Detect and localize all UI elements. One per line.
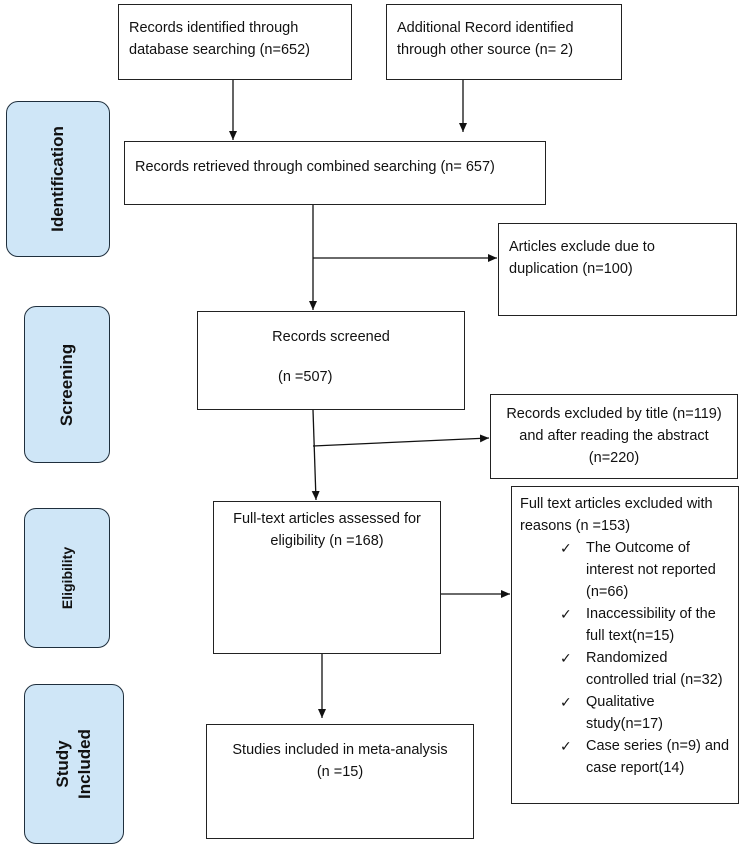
box-fulltext-assessed: Full-text articles assessed for eligibil… xyxy=(213,501,441,654)
box-records-excluded: Records excluded by title (n=119) and af… xyxy=(490,394,738,479)
box-duplication-excluded-text: Articles exclude due to duplication (n=1… xyxy=(509,239,655,277)
stage-identification: Identification xyxy=(6,101,110,257)
arrow-screened-to-fulltext xyxy=(311,409,320,501)
exclusion-reason-item: Randomized controlled trial (n=32) xyxy=(546,647,730,691)
stage-screening: Screening xyxy=(24,306,110,463)
exclusion-reason-list: The Outcome of interest not reported (n=… xyxy=(520,537,730,779)
box-studies-included-count: (n =15) xyxy=(316,764,364,780)
box-records-screened-count: (n =507) xyxy=(278,369,333,385)
box-database-search-text: Records identified through database sear… xyxy=(129,20,310,58)
box-fulltext-excluded-header: Full text articles excluded with reasons… xyxy=(520,496,713,534)
box-records-screened: Records screened (n =507) xyxy=(197,311,465,410)
stage-study-included: Study Included xyxy=(24,684,124,844)
box-records-screened-title: Records screened xyxy=(272,329,390,345)
box-other-source-text: Additional Record identified through oth… xyxy=(397,20,574,58)
exclusion-reason-item: Inaccessibility of the full text(n=15) xyxy=(546,603,730,647)
box-duplication-excluded: Articles exclude due to duplication (n=1… xyxy=(498,223,737,316)
box-combined-search: Records retrieved through combined searc… xyxy=(124,141,546,205)
arrow-to-records-excluded xyxy=(312,434,490,447)
stage-eligibility: Eligibility xyxy=(24,508,110,648)
box-fulltext-assessed-text: Full-text articles assessed for eligibil… xyxy=(233,511,421,549)
box-other-source: Additional Record identified through oth… xyxy=(386,4,622,80)
exclusion-reason-item: Case series (n=9) and case report(14) xyxy=(546,735,730,779)
box-studies-included: Studies included in meta-analysis (n =15… xyxy=(206,724,474,839)
box-records-excluded-text: Records excluded by title (n=119) and af… xyxy=(506,406,722,466)
box-fulltext-excluded: Full text articles excluded with reasons… xyxy=(511,486,739,804)
box-database-search: Records identified through database sear… xyxy=(118,4,352,80)
box-studies-included-title: Studies included in meta-analysis xyxy=(232,742,448,758)
exclusion-reason-item: Qualitative study(n=17) xyxy=(546,691,730,735)
exclusion-reason-item: The Outcome of interest not reported (n=… xyxy=(546,537,730,603)
box-combined-search-text: Records retrieved through combined searc… xyxy=(135,159,495,175)
